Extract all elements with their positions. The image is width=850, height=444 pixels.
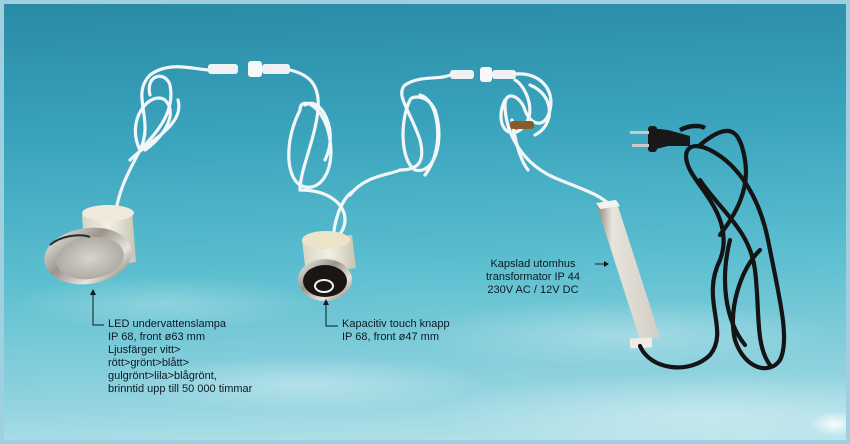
transformer-callout: Kapslad utomhus transformator IP 44 230V… — [486, 258, 580, 297]
callout-line: rött>grönt>blått> — [108, 357, 190, 369]
callout-line: IP 68, front ø47 mm — [342, 331, 440, 343]
callout-line: LED undervattenslampa — [108, 318, 227, 330]
callout-line: 230V AC / 12V DC — [487, 284, 579, 296]
white-cable-lamp — [113, 65, 212, 217]
callout-line: Kapslad utomhus — [490, 258, 576, 270]
plug-icon — [630, 123, 707, 152]
led-lamp-callout: LED undervattenslampa IP 68, front ø63 m… — [108, 318, 252, 396]
callout-line: gulgrönt>lila>blågrönt, — [108, 370, 217, 382]
cable-connector-2 — [450, 67, 516, 82]
black-power-cable — [637, 128, 787, 371]
cable-connector-1 — [208, 61, 290, 77]
touch-button-callout: Kapacitiv touch knapp IP 68, front ø47 m… — [342, 318, 450, 344]
cable-tie — [510, 121, 534, 129]
led-lamp-icon — [44, 205, 136, 285]
callout-line: brinntid upp till 50 000 timmar — [108, 383, 253, 395]
callout-line: transformator IP 44 — [486, 271, 580, 283]
callout-line: Kapacitiv touch knapp — [342, 318, 450, 330]
white-cable-touch-2 — [398, 73, 452, 177]
transformer-icon — [596, 200, 660, 349]
callout-line: Ljusfärger vitt> — [108, 344, 181, 356]
callout-line: IP 68, front ø63 mm — [108, 331, 206, 343]
white-cable-touch — [287, 68, 402, 252]
callout-arrowheads — [90, 261, 609, 305]
white-cable-transformer — [499, 72, 612, 207]
touch-button-icon — [298, 231, 356, 301]
